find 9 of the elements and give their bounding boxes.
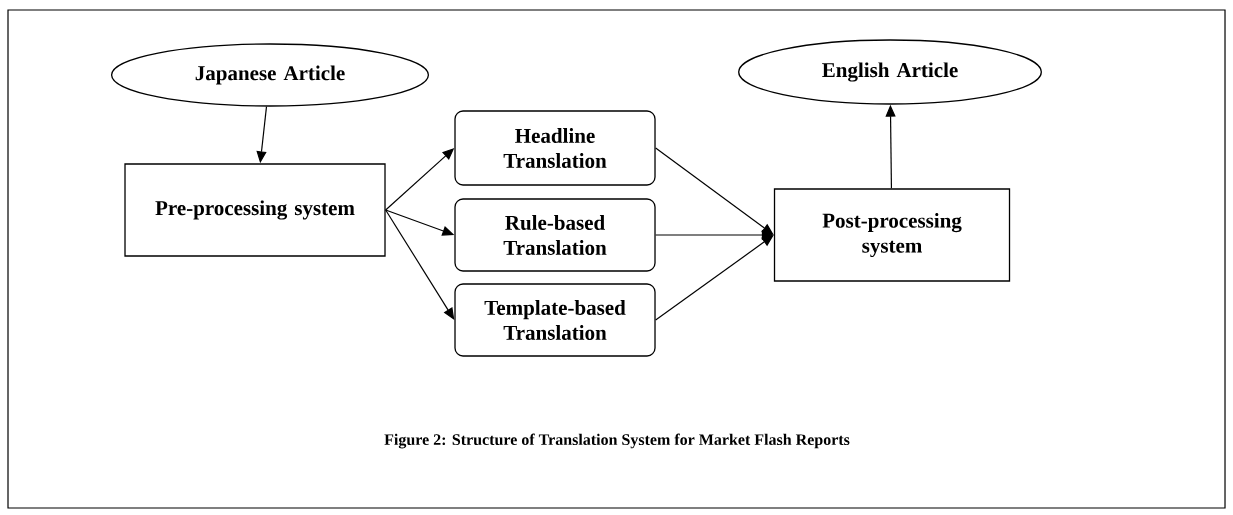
translation-box: Headline Translation [454, 110, 656, 186]
arrow [655, 235, 774, 321]
process-box: Pre-processing system [124, 163, 386, 257]
translation-box: Rule-based Translation [454, 198, 656, 272]
arrow [385, 209, 455, 320]
arrow [655, 147, 774, 235]
process-box: Post-processing system [773, 188, 1011, 282]
figure-caption: Figure 2: Structure of Translation System for Market Flash Reports [384, 433, 850, 449]
translation-box: Template-based Translation [454, 283, 656, 357]
